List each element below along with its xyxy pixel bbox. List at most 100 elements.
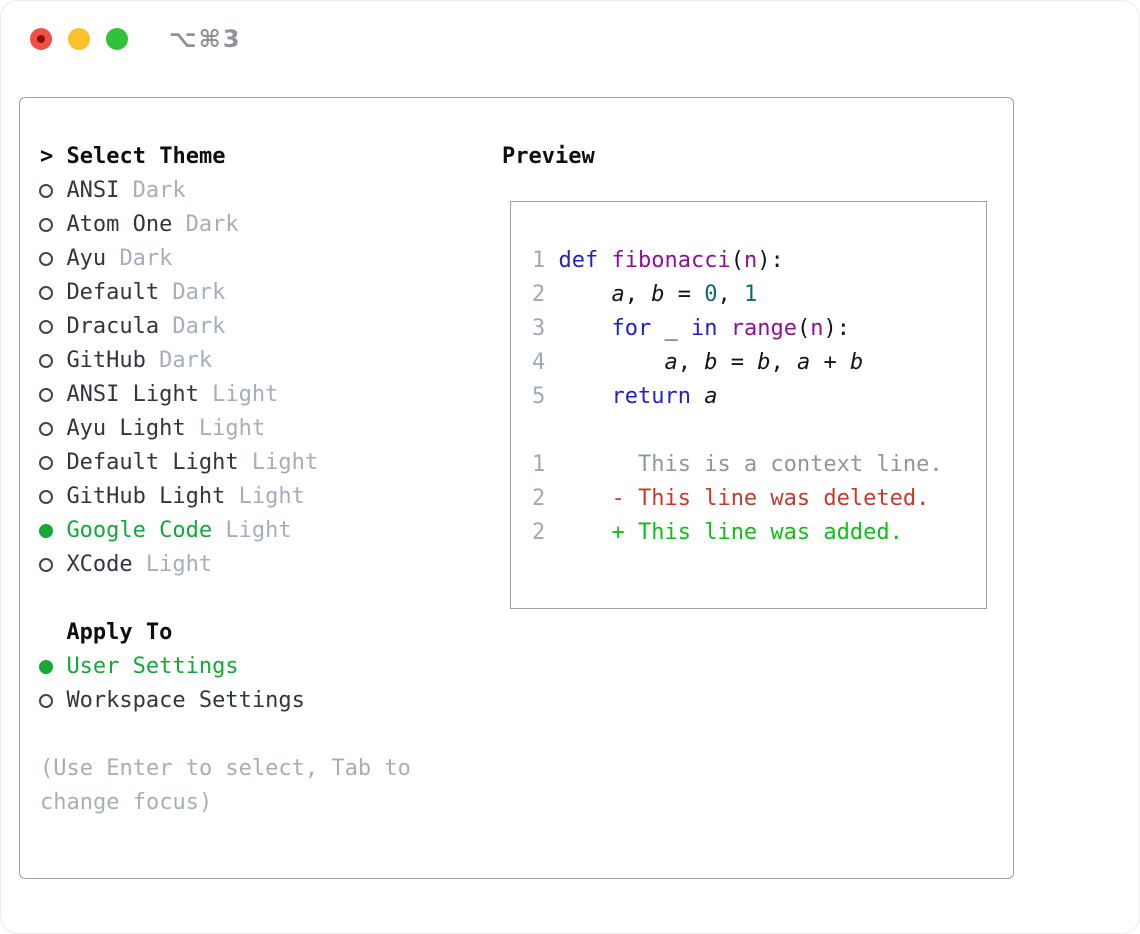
diff-text: + This line was added. (611, 520, 903, 545)
code-token (598, 248, 611, 273)
line-number: 2 (532, 520, 612, 545)
code-token: def (558, 248, 599, 273)
code-token: n (810, 316, 824, 341)
theme-name: Ayu Light (66, 416, 186, 441)
line-number: 1 (532, 452, 612, 477)
line-number: 5 (532, 384, 559, 409)
theme-name: Dracula (66, 314, 160, 339)
theme-option-ansi[interactable]: ANSI Dark (38, 174, 411, 208)
radio-unselected-icon (38, 276, 54, 310)
theme-option-xcode[interactable]: XCode Light (38, 548, 411, 582)
minimize-button[interactable] (68, 28, 90, 50)
code-token: a (664, 350, 678, 375)
theme-name: GitHub (66, 348, 146, 373)
code-token (691, 384, 704, 409)
theme-variant: Light (145, 552, 213, 577)
blank-line (532, 414, 986, 448)
code-token: ( (730, 248, 744, 273)
close-button[interactable] (30, 28, 52, 50)
theme-option-default[interactable]: Default Dark (38, 276, 411, 310)
line-number: 1 (532, 248, 559, 273)
radio-unselected-icon (38, 242, 54, 276)
theme-variant: Dark (119, 246, 173, 271)
code-token: , (770, 350, 797, 375)
apply-to-header: Apply To (66, 620, 173, 645)
theme-name: ANSI Light (66, 382, 199, 407)
theme-variant: Light (238, 484, 305, 509)
diff-text: - This line was deleted. (611, 486, 930, 511)
apply-option-user-settings[interactable]: User Settings (38, 650, 411, 684)
diff-line-added: 2 + This line was added. (532, 516, 986, 550)
code-line: 1 def fibonacci(n): (532, 244, 986, 278)
radio-selected-icon (38, 650, 54, 684)
code-token: b (704, 350, 718, 375)
window-title: ⌥⌘3 (169, 25, 242, 53)
theme-name: ANSI (66, 178, 120, 203)
preview-header: Preview (502, 144, 595, 169)
line-number: 2 (532, 486, 612, 511)
code-token: return (611, 384, 691, 409)
diff-text: This is a context line. (611, 452, 943, 477)
code-token: , (624, 282, 652, 307)
theme-option-ayu-light[interactable]: Ayu Light Light (38, 412, 411, 446)
theme-name: Default (66, 280, 160, 305)
code-line: 5 return a (532, 380, 986, 414)
theme-option-github-light[interactable]: GitHub Light Light (38, 480, 411, 514)
theme-variant: Light (251, 450, 319, 475)
help-text-line-2: change focus) (40, 790, 213, 815)
code-token (559, 282, 612, 307)
diff-line-context: 1 This is a context line. (532, 448, 986, 482)
theme-variant: Light (225, 518, 292, 543)
theme-variant: Light (198, 416, 266, 441)
code-token: range (730, 316, 797, 341)
theme-variant: Dark (132, 178, 186, 203)
code-token: for (611, 316, 652, 341)
radio-unselected-icon (38, 684, 54, 718)
code-token: = (717, 350, 758, 375)
radio-unselected-icon (38, 480, 54, 514)
radio-selected-icon (38, 514, 54, 548)
code-token: , (717, 282, 744, 307)
theme-option-ansi-light[interactable]: ANSI Light Light (38, 378, 411, 412)
code-token: + (810, 350, 850, 375)
apply-option-workspace-settings[interactable]: Workspace Settings (38, 684, 411, 718)
apply-option-label: User Settings (66, 654, 239, 679)
line-number: 3 (532, 316, 559, 341)
code-token (559, 350, 665, 375)
code-token (559, 316, 612, 341)
theme-picker-panel: > Select Theme ANSI Dark Atom One Dark A… (19, 97, 1014, 879)
apply-option-label: Workspace Settings (66, 688, 305, 713)
code-token: fibonacci (611, 248, 731, 273)
blank-line (40, 582, 411, 616)
radio-unselected-icon (38, 412, 54, 446)
code-line: 4 a, b = b, a + b (532, 346, 986, 380)
selection-cursor: > (40, 144, 54, 169)
title-bar: ⌥⌘3 (1, 1, 1139, 77)
code-token: ): (823, 316, 850, 341)
theme-name: Google Code (66, 518, 213, 543)
theme-option-google-code[interactable]: Google Code Light (38, 514, 411, 548)
code-token (559, 384, 612, 409)
radio-unselected-icon (38, 378, 54, 412)
theme-option-atom-one[interactable]: Atom One Dark (38, 208, 411, 242)
theme-option-default-light[interactable]: Default Light Light (38, 446, 411, 480)
line-number: 2 (532, 282, 559, 307)
code-token: _ (651, 316, 691, 341)
radio-unselected-icon (38, 446, 54, 480)
theme-option-ayu[interactable]: Ayu Dark (38, 242, 411, 276)
theme-name: Default Light (66, 450, 239, 475)
code-token: b (849, 350, 864, 375)
theme-name: GitHub Light (66, 484, 226, 509)
theme-variant: Dark (172, 280, 226, 305)
select-theme-header: > Select Theme (40, 140, 411, 174)
theme-option-github[interactable]: GitHub Dark (38, 344, 411, 378)
code-token: 0 (704, 282, 718, 307)
theme-option-dracula[interactable]: Dracula Dark (38, 310, 411, 344)
help-text-line-1: (Use Enter to select, Tab to (40, 756, 411, 781)
zoom-button[interactable] (106, 28, 128, 50)
code-token: a (704, 384, 718, 409)
select-theme-title: Select Theme (66, 144, 226, 169)
